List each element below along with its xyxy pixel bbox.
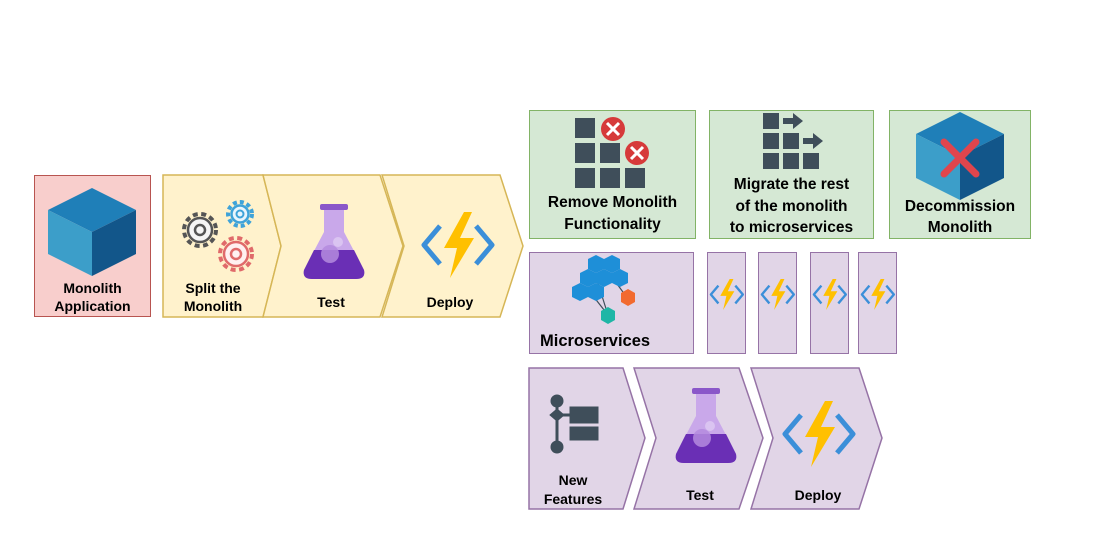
function-bolt-icon — [812, 279, 848, 311]
grid-migrate-icon — [763, 113, 823, 169]
cube-icon — [48, 188, 136, 276]
monolith-label-line2: Application — [54, 298, 131, 314]
grid-remove-icon — [575, 117, 649, 188]
new-features-label-line1: New — [558, 472, 588, 488]
migrate-label-line1: Migrate the rest — [733, 176, 850, 193]
deploy2-label: Deploy — [794, 487, 842, 503]
migrate-label-line3: to microservices — [729, 219, 854, 236]
test1-label: Test — [317, 294, 345, 310]
function-bolt-icon — [782, 401, 856, 467]
decommission-label-line1: Decommission — [904, 198, 1016, 215]
split-label-line1: Split the — [185, 280, 241, 296]
microservices-label: Microservices — [540, 332, 651, 350]
flask-icon — [303, 204, 365, 279]
hexagon-cluster-icon — [572, 255, 635, 324]
gears-icon — [182, 200, 254, 272]
deploy1-label: Deploy — [426, 294, 474, 310]
workflow-icon — [549, 394, 599, 454]
function-bolt-icon — [760, 279, 796, 311]
migrate-label-line2: of the monolith — [735, 198, 848, 215]
flask-icon — [675, 388, 737, 463]
new-features-label-line2: Features — [543, 491, 603, 507]
remove-label-line2: Functionality — [564, 216, 661, 233]
decommission-label-line2: Monolith — [927, 219, 993, 236]
split-label-line2: Monolith — [183, 298, 243, 314]
function-bolt-icon — [860, 279, 896, 311]
remove-label-line1: Remove Monolith — [547, 194, 678, 211]
test2-label: Test — [686, 487, 714, 503]
chevron-deploy2 — [749, 367, 883, 510]
service-box-2 — [758, 252, 797, 354]
monolith-label-line1: Monolith — [63, 280, 122, 296]
function-bolt-icon — [709, 279, 745, 311]
cube-x-icon — [916, 112, 1004, 200]
migrate-box — [709, 110, 874, 239]
function-bolt-icon — [421, 212, 495, 278]
